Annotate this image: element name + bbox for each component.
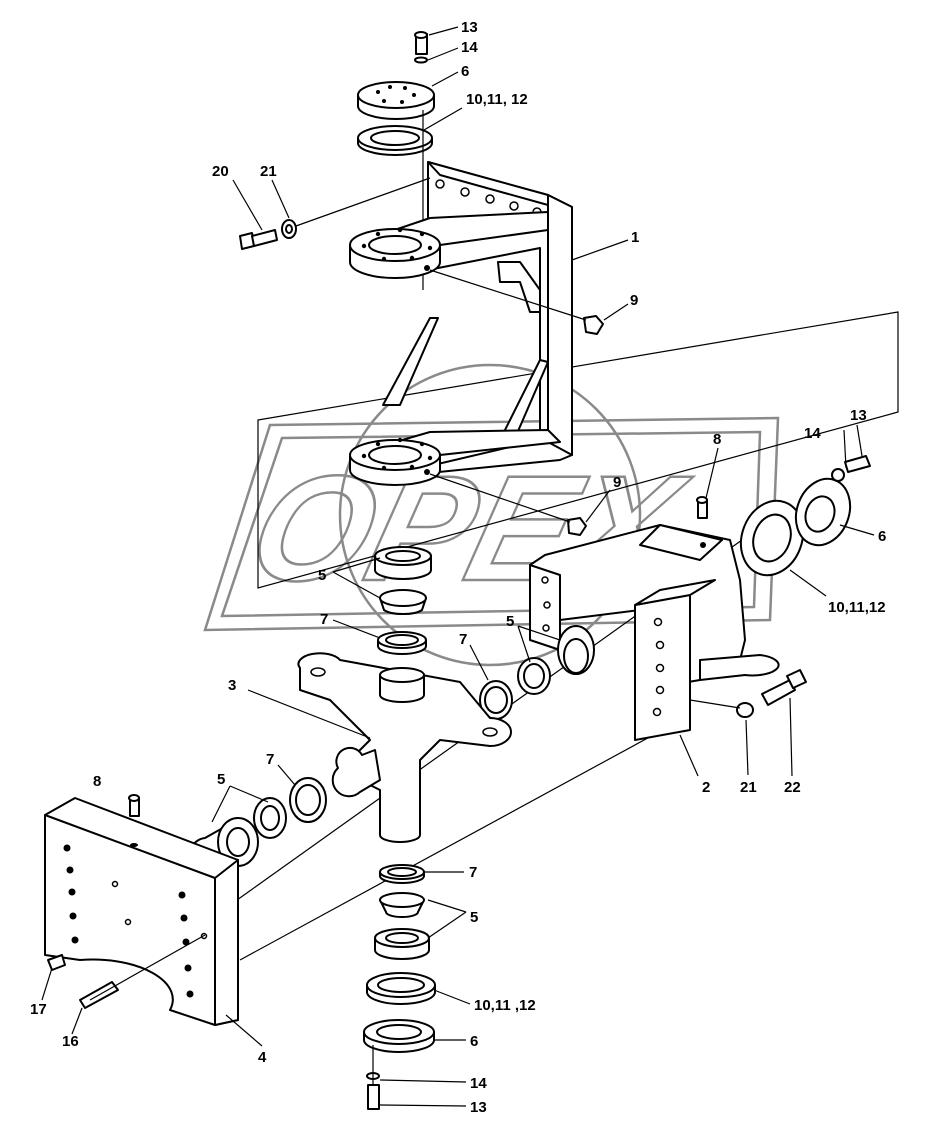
grease-fitting-8-right	[696, 496, 708, 519]
lower-bolt-13	[367, 1084, 380, 1110]
callout-8-left: 8	[93, 773, 101, 790]
callout-2: 2	[702, 779, 710, 796]
left-cone-5	[253, 797, 287, 839]
upper-bracket-1	[349, 161, 573, 486]
bearing-5-upper	[374, 546, 432, 580]
left-seal-7	[289, 777, 327, 823]
callout-10-11-12-top: 10,11, 12	[466, 91, 528, 108]
right-cap-6	[794, 477, 852, 547]
grease-fitting-8-left	[128, 794, 140, 847]
callout-14-top: 14	[461, 39, 478, 56]
callout-13-top: 13	[461, 19, 478, 36]
lower-seal-7	[379, 864, 425, 884]
right-flange-seal-10-11-12	[739, 499, 805, 577]
callout-3: 3	[228, 677, 236, 694]
callout-5-upper: 5	[318, 567, 326, 584]
callout-9-lower: 9	[613, 474, 621, 491]
callout-17: 17	[30, 1001, 47, 1018]
callout-1: 1	[631, 229, 639, 246]
callout-7-left: 7	[266, 751, 274, 768]
watermark-gear-icon	[338, 363, 642, 667]
left-plate-4	[44, 797, 239, 1026]
top-washer-14	[414, 56, 428, 64]
top-shim-10-11-12	[357, 125, 433, 156]
callout-5-lower: 5	[470, 909, 478, 926]
washer-21-right	[736, 702, 754, 718]
bushings-5-7-right	[479, 625, 595, 720]
callout-9-upper: 9	[630, 292, 638, 309]
callout-13-lower: 13	[470, 1099, 487, 1116]
reference-plane	[257, 311, 899, 589]
bolt-22	[761, 669, 807, 706]
callout-labels: 13 14 6 10,11, 12 20 21 1 9 8 9 13 14 6 …	[30, 19, 886, 1116]
callout-8-right: 8	[713, 431, 721, 448]
callout-6-right: 6	[878, 528, 886, 545]
callout-6-top: 6	[461, 63, 469, 80]
grease-fitting-9-lower	[567, 517, 587, 536]
callout-14-lower: 14	[470, 1075, 487, 1092]
callout-10-11-12-right: 10,11,12	[828, 599, 886, 616]
right-bolt-13	[844, 455, 871, 473]
callout-16: 16	[62, 1033, 79, 1050]
washer-21-top	[281, 219, 297, 239]
callout-21-right: 21	[740, 779, 757, 796]
right-bracket-2	[529, 524, 780, 741]
callout-7-right: 7	[459, 631, 467, 648]
callout-6-lower: 6	[470, 1033, 478, 1050]
seal-7-upper	[377, 631, 427, 655]
bearing-cone-5-upper	[379, 589, 427, 615]
grease-fitting-17	[47, 954, 66, 971]
callout-5-left: 5	[217, 771, 225, 788]
callout-14-right: 14	[804, 425, 821, 442]
callout-21-top: 21	[260, 163, 277, 180]
lower-shim-10-11-12	[366, 972, 436, 1005]
callout-5-right: 5	[506, 613, 514, 630]
grease-fitting-9-upper	[583, 315, 604, 335]
bolt-20	[239, 229, 278, 250]
callout-4: 4	[258, 1049, 267, 1066]
top-bolt-13	[414, 31, 428, 55]
callout-10-11-12-lower: 10,11 ,12	[474, 997, 536, 1014]
callout-7-upper: 7	[320, 611, 328, 628]
callout-leaders	[41, 26, 875, 1107]
lower-cap-6	[363, 1019, 435, 1053]
callout-22: 22	[784, 779, 801, 796]
lower-cone-5	[379, 892, 425, 918]
callout-7-lower: 7	[469, 864, 477, 881]
top-cap-6	[357, 81, 435, 120]
steering-knuckle-3	[297, 652, 512, 843]
right-washer-14	[831, 468, 845, 482]
callout-13-right: 13	[850, 407, 867, 424]
callout-20: 20	[212, 163, 229, 180]
lower-bearing-5	[374, 928, 430, 960]
